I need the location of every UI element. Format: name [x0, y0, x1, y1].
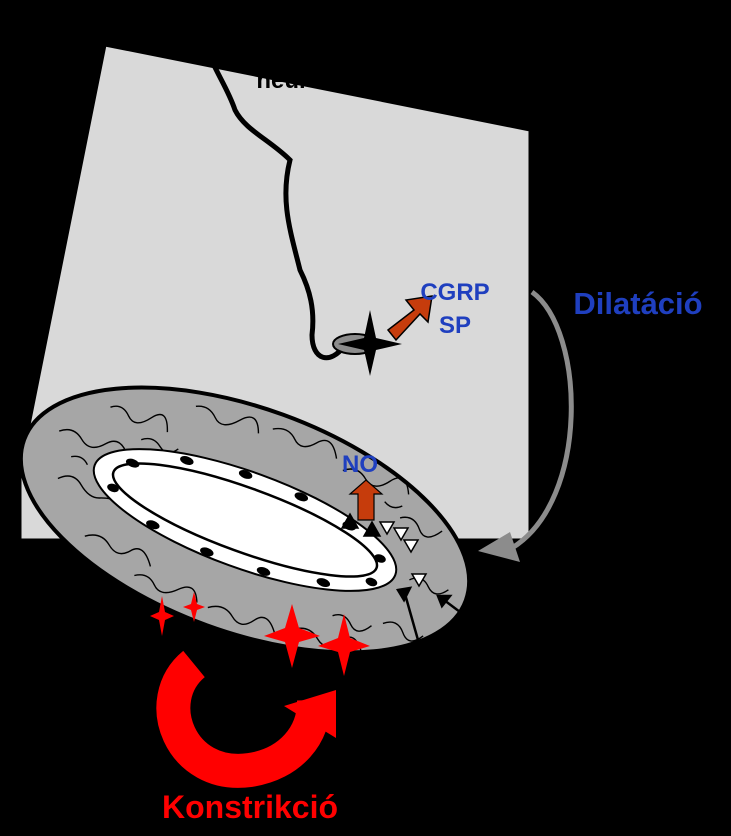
sensory-neuron-label-line1: Szenzoros	[237, 35, 357, 62]
no-label: NO	[342, 451, 378, 478]
media-fibers	[57, 405, 449, 654]
vessel-cross-section	[18, 385, 472, 655]
neuron-terminal-star-icon	[338, 310, 402, 376]
smooth-muscle-cells	[150, 592, 370, 676]
smooth-muscle-star-icon	[183, 592, 205, 622]
triangle-icon	[340, 512, 360, 529]
neuron-terminal	[332, 310, 402, 376]
triangle-icon	[402, 539, 420, 554]
arrow-icon	[395, 586, 413, 603]
constriction-rotation-arrow-icon	[156, 650, 336, 788]
dilatation-arrow-head-icon	[478, 532, 520, 562]
arrow-icon	[436, 594, 453, 609]
dilatation-label: Dilatáció	[573, 286, 702, 321]
cgrp-release-arrow-icon	[386, 295, 433, 342]
sensory-neuron-axon	[197, 17, 348, 361]
sensory-neuron-label-line2: neuron	[256, 67, 337, 94]
sp-label: SP	[439, 312, 471, 339]
triangle-icon	[410, 573, 428, 588]
cgrp-label: CGRP	[420, 279, 489, 306]
no-release-arrow-icon	[348, 479, 384, 521]
media-arrows	[395, 586, 461, 641]
dilatation-curved-arrow	[510, 289, 574, 551]
triangle-icon	[392, 527, 410, 542]
triangle-icon	[362, 520, 382, 537]
smooth-muscle-star-icon	[150, 596, 174, 636]
lumen	[111, 462, 379, 578]
smooth-muscle-star-icon	[264, 604, 320, 668]
triangle-icon	[378, 521, 396, 536]
endothelial-receptors	[340, 512, 428, 588]
constriction-label: Konstrikció	[162, 789, 338, 825]
smooth-muscle-star-icon	[318, 614, 370, 676]
